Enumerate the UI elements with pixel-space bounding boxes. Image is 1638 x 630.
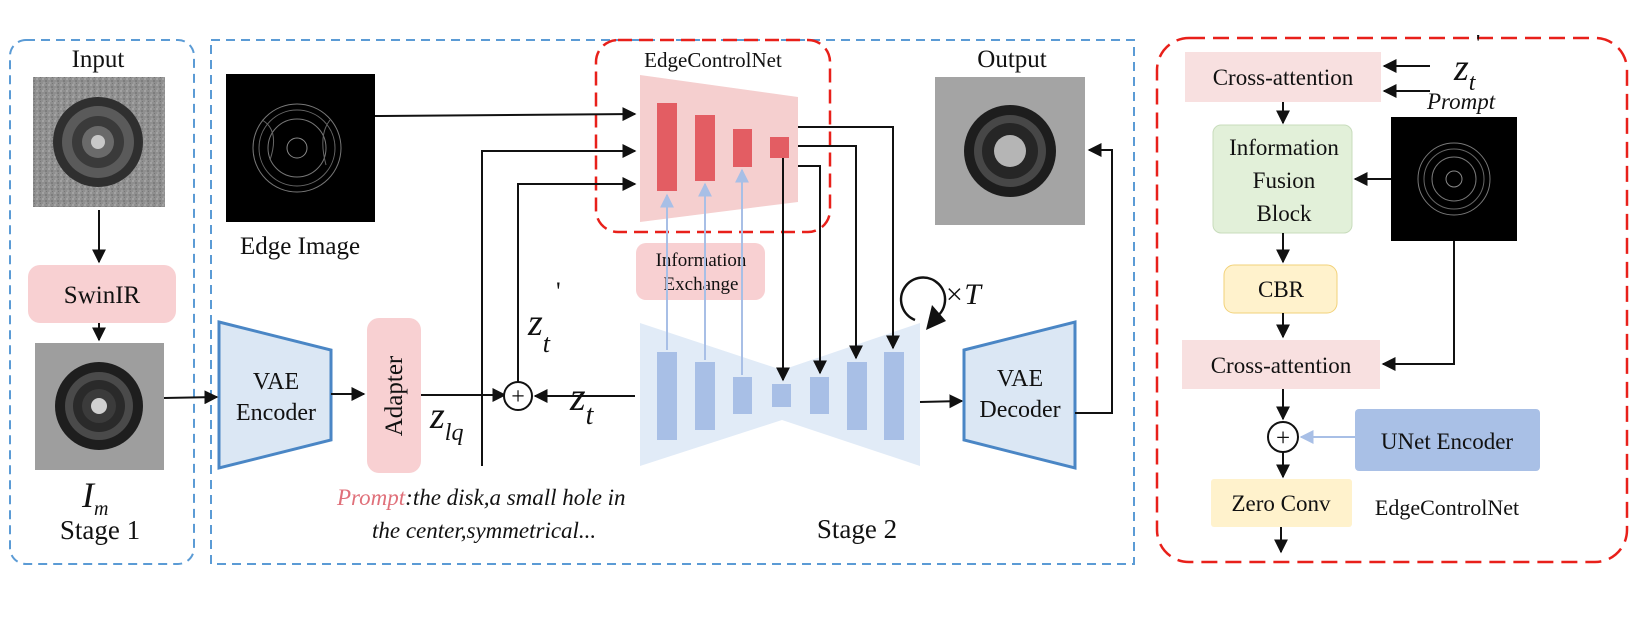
detail-z-t-prime-symbol: zt (1453, 47, 1477, 96)
restored-image-im (35, 343, 164, 470)
edgecontrolnet-trapezoid (640, 75, 798, 222)
unet-bar-1 (657, 352, 677, 440)
z-t-prime-symbol: zt (527, 302, 551, 358)
swinir-label: SwinIR (64, 282, 141, 309)
information-exchange-block (636, 243, 765, 300)
cross-attention-top-label: Cross-attention (1213, 65, 1354, 90)
detail-add-node-plus: + (1276, 425, 1290, 452)
edgecontrolnet-label: EdgeControlNet (644, 48, 782, 72)
ecn-bar-4 (770, 137, 789, 158)
unet-bar-5 (810, 377, 829, 414)
input-label: Input (72, 46, 125, 73)
loop-arrow-icon (899, 276, 947, 322)
z-lq-symbol: zlq (429, 395, 463, 446)
output-image (935, 77, 1085, 225)
adapter-block (367, 318, 421, 473)
unet-bar-2 (695, 362, 715, 430)
unet-bar-7 (884, 352, 904, 440)
swinir-block (28, 265, 176, 323)
unet-bar-3 (733, 377, 752, 414)
output-label: Output (977, 46, 1047, 73)
vae-encoder-line2: Encoder (236, 400, 316, 426)
detail-prime-mark: ' (1476, 31, 1480, 57)
vae-decoder-block (962, 320, 1077, 470)
detail-prompt-label: Prompt (1426, 89, 1496, 114)
unet-bar-4 (772, 384, 791, 407)
stage2-label: Stage 2 (817, 514, 897, 544)
edgecontrolnet-dashed-frame (594, 38, 832, 234)
zero-conv-block (1211, 479, 1352, 527)
info-exchange-line1: Information (656, 250, 747, 271)
cross-attention-bottom-label: Cross-attention (1211, 353, 1352, 378)
stage2-dashed-frame (210, 39, 1135, 565)
cbr-label: CBR (1258, 277, 1305, 302)
stage1-label: Stage 1 (60, 515, 140, 545)
edge-image-label: Edge Image (240, 233, 360, 260)
unet-encoder-label: UNet Encoder (1381, 429, 1514, 454)
vae-encoder-line1: VAE (253, 369, 299, 395)
z-t-symbol: zt (569, 374, 595, 431)
cbr-block (1223, 264, 1338, 314)
detail-edge-image (1391, 117, 1517, 241)
unet-bar-6 (847, 362, 867, 430)
info-exchange-line2: Exchange (664, 274, 739, 295)
adapter-label: Adapter (381, 355, 408, 436)
unet-encoder-block (1355, 409, 1540, 471)
vae-encoder-block (217, 320, 333, 470)
ifb-line2: Fusion (1253, 168, 1316, 193)
ecn-bar-2 (695, 115, 715, 181)
add-node-plus: + (511, 384, 525, 410)
ecn-bar-3 (733, 129, 752, 167)
ecn-bar-1 (657, 103, 677, 191)
prompt-text-line2: the center,symmetrical... (372, 518, 596, 543)
z-t-prime-mark: ' (556, 277, 561, 306)
input-image (33, 77, 165, 207)
detail-dashed-frame (1155, 36, 1629, 564)
stage1-dashed-frame (9, 39, 195, 565)
add-node (503, 381, 533, 411)
ifb-line3: Block (1257, 201, 1312, 226)
im-symbol: Im (81, 475, 108, 520)
vae-decoder-line2: Decoder (979, 397, 1060, 423)
cross-attention-bottom-block (1182, 340, 1380, 389)
cross-attention-top-block (1185, 52, 1381, 102)
vae-decoder-line1: VAE (997, 366, 1043, 392)
prompt-text-line1: Prompt:the disk,a small hole in (336, 485, 626, 510)
edge-image (226, 74, 375, 222)
ifb-line1: Information (1229, 135, 1339, 160)
detail-title: EdgeControlNet (1375, 495, 1519, 520)
zero-conv-label: Zero Conv (1231, 491, 1331, 516)
times-t-label: ×T (944, 278, 983, 311)
